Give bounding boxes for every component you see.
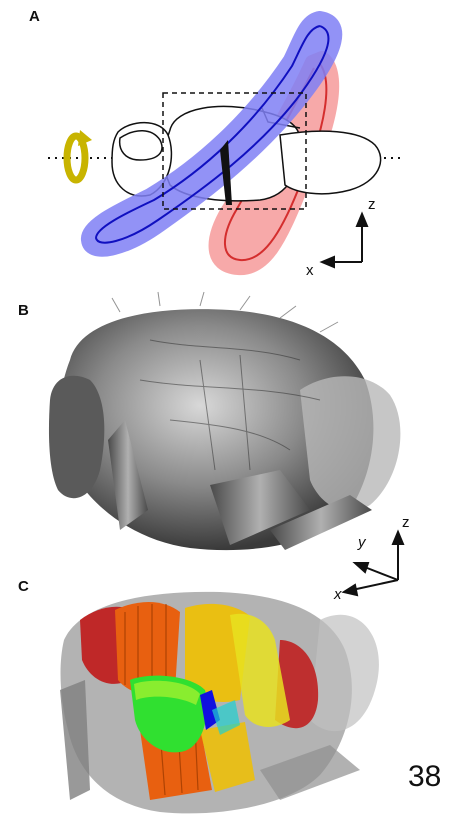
- panel-b-label: B: [18, 302, 29, 319]
- muscle-red-2: [275, 640, 318, 728]
- axis-x-label-a: x: [306, 262, 314, 279]
- muscle-yellow-1: [185, 604, 250, 702]
- muscle-orange-2: [140, 725, 212, 800]
- axis-x-label-b: x: [334, 586, 342, 603]
- axis-z-label-a: z: [368, 196, 376, 213]
- fly-leg-b2: [210, 470, 310, 545]
- fly-leg-b1: [108, 420, 148, 530]
- axis-z-label-b: z: [402, 514, 410, 531]
- muscle-yellow-3: [200, 722, 255, 792]
- muscle-yellow-2: [230, 614, 290, 727]
- axis-y-label-b: y: [358, 534, 366, 551]
- panel-a-axes: [322, 214, 367, 267]
- muscle-green: [130, 676, 207, 753]
- fly-body-c: [61, 592, 352, 814]
- abdomen-outline: [280, 131, 381, 194]
- fly-thorax-b: [59, 309, 374, 550]
- panel-a-schematic: [0, 0, 450, 300]
- muscle-blue: [200, 690, 220, 730]
- panel-c-label: C: [18, 578, 29, 595]
- rotation-arrow-icon: [67, 130, 92, 180]
- fly-head-b: [49, 376, 104, 498]
- muscle-red-1: [80, 607, 140, 684]
- fly-leg-b3: [270, 495, 372, 550]
- panel-b-axes: [344, 532, 403, 595]
- page-number: 38: [408, 760, 441, 794]
- muscle-orange-1: [115, 602, 180, 695]
